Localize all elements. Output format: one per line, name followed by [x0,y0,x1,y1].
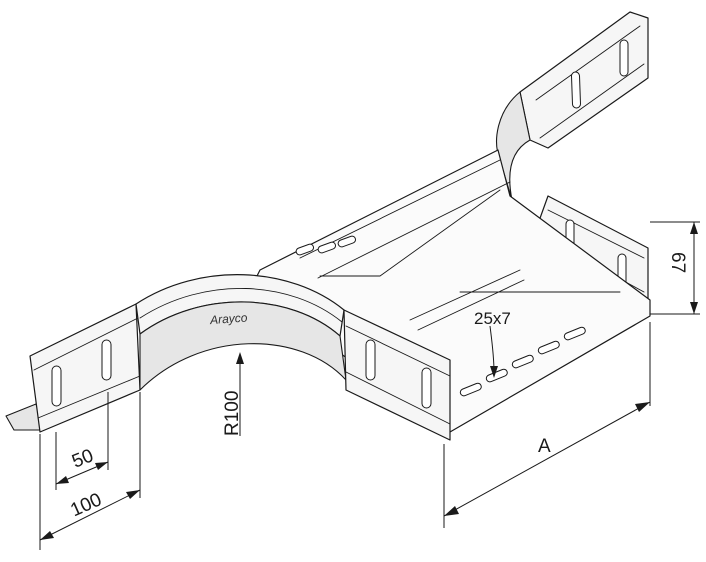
dimension-width-a: A [443,322,651,528]
dim-100-label: 100 [67,489,105,521]
slot-size-label: 25x7 [474,309,511,328]
dimension-slot: 25x7 [474,309,511,378]
radius-label: R100 [222,391,243,436]
width-a-label: A [538,436,551,457]
dimension-radius: R100 [222,352,244,436]
tray-floor [229,149,651,433]
height-label: 67 [667,252,688,273]
brand-logo: Arayco [209,310,249,327]
front-wall: Arayco [5,274,451,441]
dimension-height: 67 [650,221,700,315]
